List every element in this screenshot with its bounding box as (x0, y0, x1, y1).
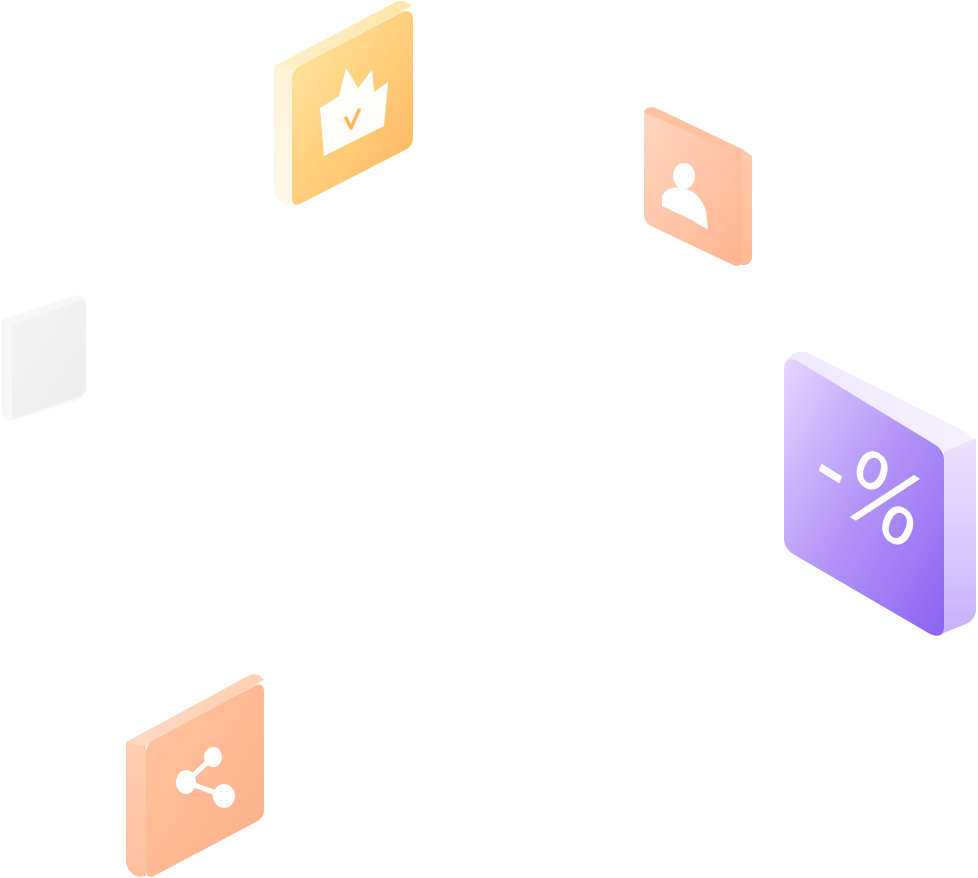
discount-tile: -% (784, 351, 976, 636)
crown-tile (274, 1, 413, 205)
crown-check-icon (320, 68, 388, 156)
blank-tile (2, 295, 86, 421)
user-tile (644, 107, 752, 266)
share-tile (126, 674, 264, 877)
user-icon (662, 163, 708, 229)
share-icon (176, 747, 235, 808)
